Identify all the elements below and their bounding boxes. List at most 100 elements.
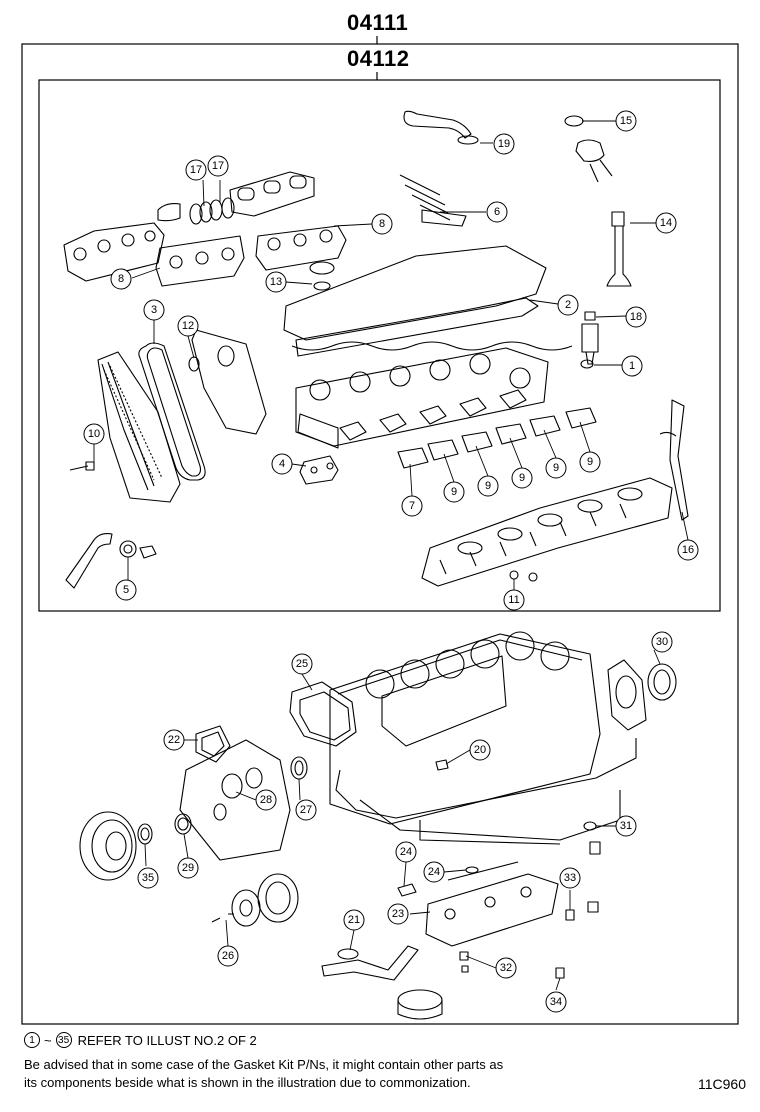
callout-label: 12 [182,320,194,332]
illustration-id: 11C960 [697,1076,746,1092]
callout-7: 7 [401,495,423,517]
callout-label: 29 [182,862,194,874]
callout-1: 1 [621,355,643,377]
callout-label: 6 [494,206,500,218]
callout-label: 9 [451,486,457,498]
callout-label: 11 [508,594,519,606]
callout-6: 6 [486,201,508,223]
callout-30: 30 [651,631,673,653]
reference-text: REFER TO ILLUST NO.2 OF 2 [77,1032,257,1048]
callout-9a: 9 [443,481,465,503]
callout-15: 15 [615,110,637,132]
callout-24a: 24 [395,841,417,863]
callout-18: 18 [625,306,647,328]
callout-label: 35 [142,872,154,884]
callout-34: 34 [545,991,567,1013]
callout-label: 19 [498,138,510,150]
callout-4: 4 [271,453,293,475]
callout-label: 24 [400,846,412,858]
callout-16: 16 [677,539,699,561]
callout-label: 24 [428,866,440,878]
callout-label: 5 [123,584,129,596]
callout-label: 8 [118,273,124,285]
callout-24b: 24 [423,861,445,883]
callout-9e: 9 [579,451,601,473]
callout-23: 23 [387,903,409,925]
callout-label: 21 [348,914,360,926]
callout-label: 31 [620,820,632,832]
callout-14: 14 [655,212,677,234]
callout-label: 17 [212,160,224,172]
advisory-line-1: Be advised that in some case of the Gask… [24,1057,504,1072]
callout-label: 13 [270,276,282,288]
callout-26: 26 [217,945,239,967]
range-start-circle: 1 [24,1032,40,1048]
callout-label: 15 [620,115,632,127]
callout-label: 1 [629,360,635,372]
callout-label: 14 [660,217,672,229]
outer-kit-frame [21,43,739,1025]
callout-13: 13 [265,271,287,293]
callout-28: 28 [255,789,277,811]
upper-parts-art [63,110,689,589]
callout-label: 32 [500,962,512,974]
callouts: 1 2 3 4 5 6 7 8 8 9 9 9 9 9 9 10 11 12 1… [83,110,699,1013]
callout-label: 25 [296,658,308,670]
callout-29: 29 [177,857,199,879]
callout-label: 34 [550,996,562,1008]
callout-9d: 9 [545,457,567,479]
callout-label: 7 [409,500,415,512]
callout-11: 11 [503,589,525,611]
callout-label: 9 [519,472,525,484]
callout-label: 4 [279,458,285,470]
callout-label: 10 [88,428,100,440]
advisory-line-2: its components beside what is shown in t… [24,1075,471,1090]
callout-33: 33 [559,867,581,889]
callout-label: 18 [630,311,642,323]
callout-27: 27 [295,799,317,821]
callout-label: 22 [168,734,180,746]
callout-label: 8 [379,218,385,230]
callout-31: 31 [615,815,637,837]
callout-label: 28 [260,794,272,806]
callout-label: 17 [190,164,202,176]
callout-21: 21 [343,909,365,931]
callout-label: 9 [485,480,491,492]
callout-2: 2 [557,294,579,316]
callout-32: 32 [495,957,517,979]
callout-label: 26 [222,950,234,962]
callout-3: 3 [143,299,165,321]
callout-10: 10 [83,423,105,445]
callout-17a: 17 [185,159,207,181]
callout-label: 16 [682,544,694,556]
callout-label: 20 [474,744,486,756]
callout-9c: 9 [511,467,533,489]
callout-17b: 17 [207,155,229,177]
callout-20: 20 [469,739,491,761]
callout-label: 23 [392,908,404,920]
range-separator: ~ [44,1032,52,1048]
range-end-circle: 35 [55,1032,72,1048]
callout-label: 3 [151,304,157,316]
callout-label: 27 [300,804,312,816]
callout-22: 22 [163,729,185,751]
callout-12: 12 [177,315,199,337]
callout-8a: 8 [371,213,393,235]
kit-code-outer: 04111 [347,10,409,35]
leader-lines [93,120,689,991]
callout-9b: 9 [477,475,499,497]
callout-8b: 8 [110,268,132,290]
kit-code-inner: 04112 [347,46,410,71]
callout-label: 33 [564,872,576,884]
callout-35: 35 [137,867,159,889]
callout-5: 5 [115,579,137,601]
illustration-reference: 1 ~ 35 REFER TO ILLUST NO.2 OF 2 [24,1032,257,1048]
callout-label: 2 [565,299,571,311]
lower-parts-art [79,631,677,1020]
inner-kit-frame [38,79,721,612]
callout-label: 30 [656,636,668,648]
callout-19: 19 [493,133,515,155]
callout-label: 9 [587,456,593,468]
callout-25: 25 [291,653,313,675]
